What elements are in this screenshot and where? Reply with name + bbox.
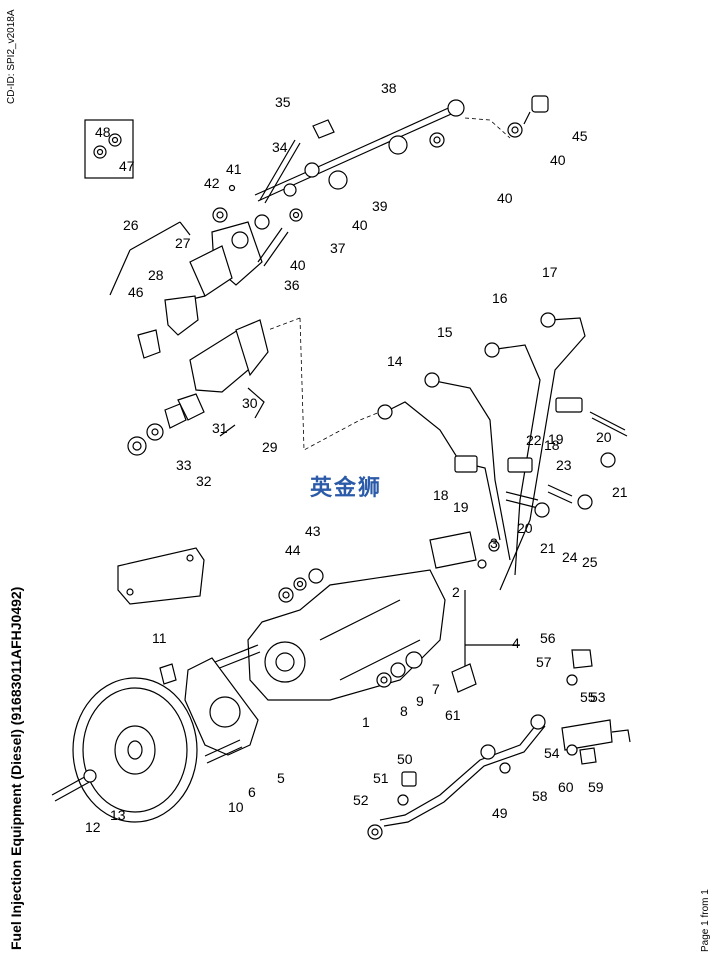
callout-40: 40 xyxy=(550,152,566,168)
callout-33: 33 xyxy=(176,457,192,473)
callout-40: 40 xyxy=(290,257,306,273)
callout-6: 6 xyxy=(248,784,256,800)
callout-58: 58 xyxy=(532,788,548,804)
callout-38: 38 xyxy=(381,80,397,96)
callout-59: 59 xyxy=(588,779,604,795)
callout-11: 11 xyxy=(152,630,167,646)
callout-51: 51 xyxy=(373,770,389,786)
drive-gear xyxy=(72,677,198,823)
callout-37: 37 xyxy=(330,240,346,256)
callout-62: 62 xyxy=(0,0,16,3)
callout-52: 52 xyxy=(353,792,369,808)
callout-21: 21 xyxy=(612,484,628,500)
callout-60: 60 xyxy=(558,779,574,795)
callout-45: 45 xyxy=(572,128,588,144)
inset-box xyxy=(84,119,134,179)
callout-64: 64 xyxy=(0,0,16,3)
callout-24: 24 xyxy=(562,549,578,565)
callout-35: 35 xyxy=(275,94,291,110)
callout-9: 9 xyxy=(416,693,424,709)
callout-18: 18 xyxy=(544,437,560,453)
callout-47: 47 xyxy=(119,158,135,174)
callout-55: 55 xyxy=(580,689,596,705)
callout-3: 3 xyxy=(490,535,498,551)
callout-20: 20 xyxy=(596,429,612,445)
callout-23: 23 xyxy=(556,457,572,473)
callout-50: 50 xyxy=(397,751,413,767)
callout-15: 15 xyxy=(437,324,453,340)
callout-25: 25 xyxy=(582,554,598,570)
callout-57: 57 xyxy=(536,654,552,670)
callout-56: 56 xyxy=(540,630,556,646)
callout-32: 32 xyxy=(196,473,212,489)
callout-4: 4 xyxy=(512,635,520,651)
callout-22: 22 xyxy=(526,432,542,448)
callout-10: 10 xyxy=(228,799,244,815)
callout-46: 46 xyxy=(128,284,144,300)
callout-28: 28 xyxy=(148,267,164,283)
callout-8: 8 xyxy=(400,703,408,719)
callout-21: 21 xyxy=(540,540,556,556)
callout-16: 16 xyxy=(492,290,508,306)
callout-1: 1 xyxy=(362,714,370,730)
watermark: 英金狮 xyxy=(310,476,383,501)
callout-40: 40 xyxy=(497,190,513,206)
callout-19: 19 xyxy=(453,499,469,515)
callout-42: 42 xyxy=(204,175,220,191)
callout-18: 18 xyxy=(433,487,449,503)
callout-61: 61 xyxy=(445,707,461,723)
callout-5: 5 xyxy=(277,770,285,786)
callout-48: 48 xyxy=(95,124,111,140)
callout-49: 49 xyxy=(492,805,508,821)
callout-41: 41 xyxy=(226,161,242,177)
callout-34: 34 xyxy=(272,139,288,155)
callout-44: 44 xyxy=(285,542,301,558)
callout-40: 40 xyxy=(352,217,368,233)
callout-54: 54 xyxy=(544,745,560,761)
callout-27: 27 xyxy=(175,235,191,251)
callout-7: 7 xyxy=(432,681,440,697)
callout-39: 39 xyxy=(372,198,388,214)
callout-43: 43 xyxy=(305,523,321,539)
callout-31: 31 xyxy=(212,420,228,436)
callout-63: 63 xyxy=(0,0,16,3)
callout-20: 20 xyxy=(517,520,533,536)
callout-12: 12 xyxy=(85,819,101,835)
callout-29: 29 xyxy=(262,439,278,455)
callout-14: 14 xyxy=(387,353,403,369)
callout-26: 26 xyxy=(123,217,139,233)
callout-19: 19 xyxy=(548,431,564,447)
callout-17: 17 xyxy=(542,264,558,280)
callout-36: 36 xyxy=(284,277,300,293)
callout-30: 30 xyxy=(242,395,258,411)
callout-13: 13 xyxy=(110,807,126,823)
callout-53: 53 xyxy=(590,689,606,705)
callout-2: 2 xyxy=(452,584,460,600)
